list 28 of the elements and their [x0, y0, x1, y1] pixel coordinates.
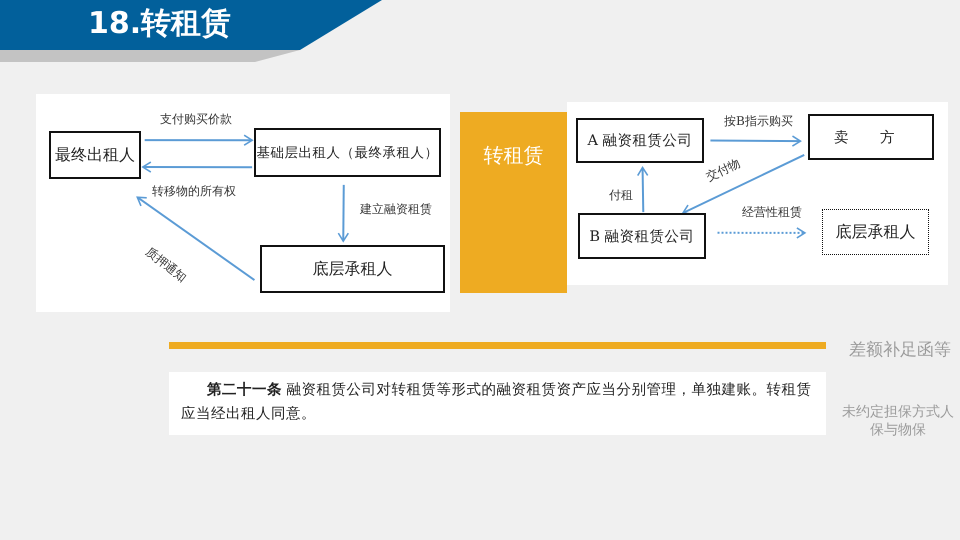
entity-box: 卖 方: [808, 114, 934, 160]
edge-label: 交付物: [702, 155, 744, 186]
entity-box: 基础层出租人（最终承租人）: [254, 128, 441, 177]
edge-label: 支付购买价款: [158, 112, 234, 126]
arrow: [682, 154, 805, 215]
topic-band: 转租赁: [460, 112, 567, 293]
edge-label: 质押通知: [142, 243, 190, 286]
entity-box: 底层承租人: [260, 245, 445, 293]
arrow: [144, 134, 253, 146]
arrow: [136, 196, 256, 281]
arrow: [710, 135, 802, 147]
edge-label: 建立融资租赁: [358, 202, 434, 216]
entity-box: 底层承租人: [822, 209, 929, 255]
entity-box: A 融资租赁公司: [576, 118, 704, 163]
entity-box: 最终出租人: [49, 131, 141, 179]
edge-label: 转移物的所有权: [150, 184, 238, 198]
arrow: [718, 227, 806, 239]
edge-label: 付租: [607, 188, 635, 202]
faint-note: 未约定担保方式人保与物保: [841, 404, 955, 439]
slide-title: 18.转租赁: [88, 5, 232, 43]
arrow: [338, 184, 350, 242]
entity-box: B 融资租赁公司: [578, 213, 706, 259]
arrow: [636, 166, 648, 212]
edge-label: 按B指示购买: [722, 114, 795, 128]
article-paragraph: 第二十一条 融资租赁公司对转租赁等形式的融资租赁资产应当分别管理，单独建账。转租赁应当经出租人同意。: [181, 380, 813, 424]
faint-note: 差额补足函等: [848, 340, 952, 362]
arrow: [142, 161, 252, 173]
edge-label: 经营性租赁: [740, 205, 804, 220]
